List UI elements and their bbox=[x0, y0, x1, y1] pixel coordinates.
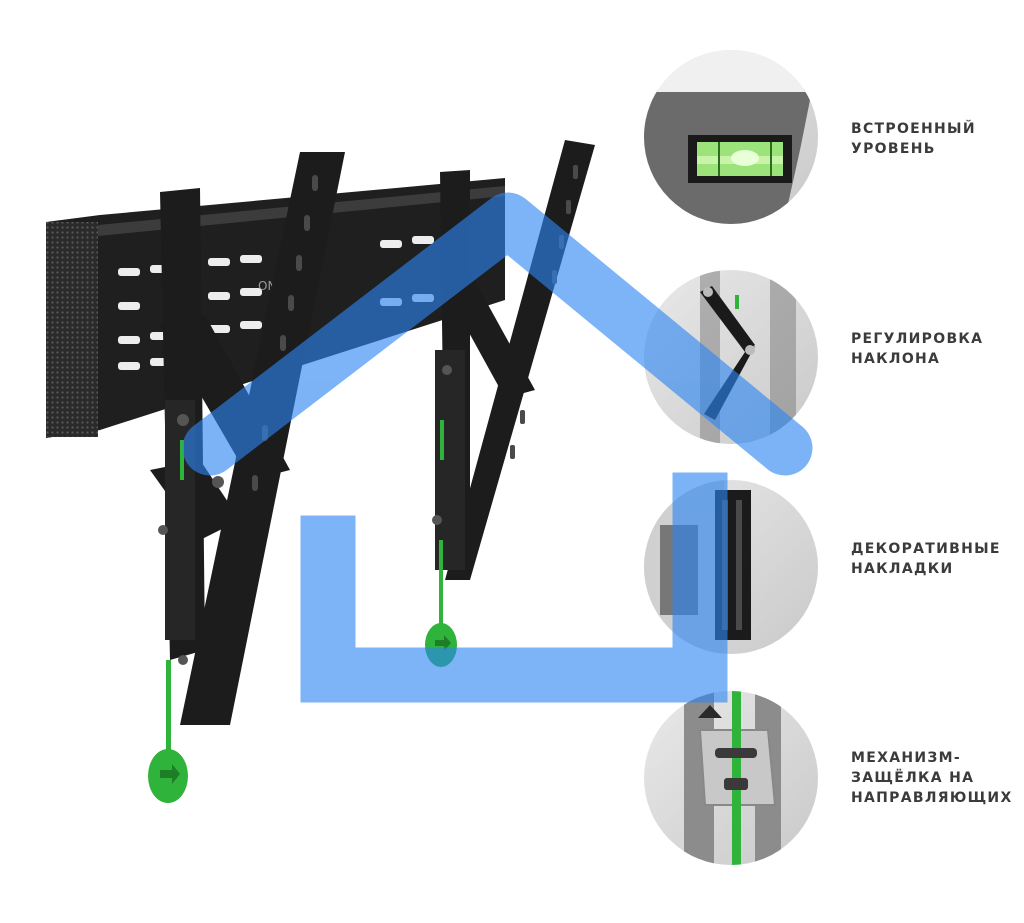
feature-label-tilt-adjustment: РЕГУЛИРОВКА НАКЛОНА bbox=[851, 329, 1016, 369]
feature-label-built-in-level: ВСТРОЕННЫЙ УРОВЕНЬ bbox=[851, 119, 1016, 159]
feature-label-line: НАКЛОНА bbox=[851, 351, 941, 367]
feature-label-line: ВСТРОЕННЫЙ bbox=[851, 121, 976, 137]
feature-label-line: ДЕКОРАТИВНЫЕ bbox=[851, 541, 1001, 557]
home-icon bbox=[182, 192, 813, 703]
feature-label-line: НАКЛАДКИ bbox=[851, 561, 954, 577]
feature-label-rail-latch: МЕХАНИЗМ- ЗАЩЁЛКА НА НАПРАВЛЯЮЩИХ bbox=[851, 748, 1016, 808]
detail-circle-level bbox=[644, 50, 818, 224]
detail-circle-latch bbox=[644, 691, 818, 865]
feature-label-line: НАПРАВЛЯЮЩИХ bbox=[851, 790, 1013, 806]
left-pull-cord bbox=[148, 660, 188, 803]
feature-label-line: ЗАЩЁЛКА НА bbox=[851, 770, 975, 786]
feature-label-line: МЕХАНИЗМ- bbox=[851, 750, 961, 766]
detail-circle-covers bbox=[644, 480, 818, 654]
feature-label-line: РЕГУЛИРОВКА bbox=[851, 331, 984, 347]
feature-label-decorative-covers: ДЕКОРАТИВНЫЕ НАКЛАДКИ bbox=[851, 539, 1016, 579]
feature-label-line: УРОВЕНЬ bbox=[851, 141, 936, 157]
